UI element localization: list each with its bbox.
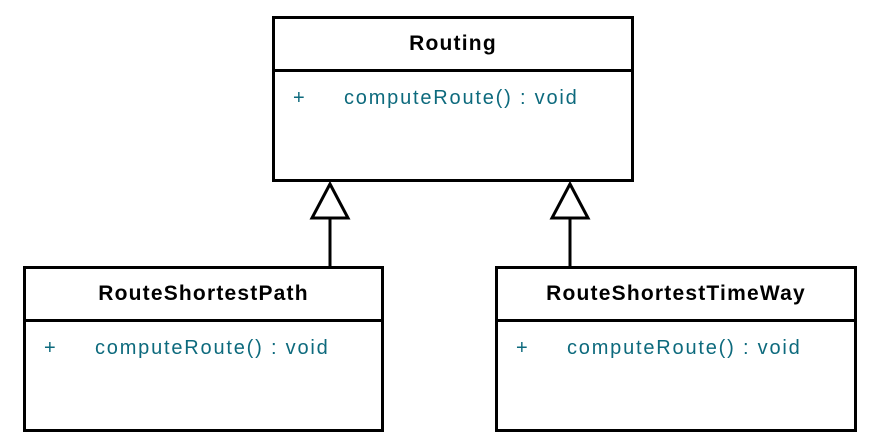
method-row: + computeRoute() : void (293, 87, 623, 110)
class-box-route-shortest-time-way: RouteShortestTimeWay + computeRoute() : … (495, 266, 857, 432)
class-title: Routing (275, 19, 631, 72)
visibility-symbol: + (44, 337, 58, 359)
methods-compartment: + computeRoute() : void (26, 322, 381, 360)
method-signature: computeRoute() : void (95, 337, 330, 359)
visibility-symbol: + (516, 337, 530, 359)
visibility-symbol: + (293, 87, 307, 109)
method-signature: computeRoute() : void (567, 337, 802, 359)
class-title: RouteShortestTimeWay (498, 269, 854, 322)
generalization-arrow-route-shortest-time-way (549, 180, 591, 267)
methods-compartment: + computeRoute() : void (275, 72, 631, 110)
class-box-route-shortest-path: RouteShortestPath + computeRoute() : voi… (23, 266, 384, 432)
hollow-triangle-icon (549, 180, 591, 220)
class-box-routing: Routing + computeRoute() : void (272, 16, 634, 182)
method-row: + computeRoute() : void (516, 337, 846, 360)
generalization-arrow-route-shortest-path (309, 180, 351, 267)
class-title: RouteShortestPath (26, 269, 381, 322)
method-row: + computeRoute() : void (44, 337, 373, 360)
method-signature: computeRoute() : void (344, 87, 579, 109)
methods-compartment: + computeRoute() : void (498, 322, 854, 360)
hollow-triangle-icon (309, 180, 351, 220)
